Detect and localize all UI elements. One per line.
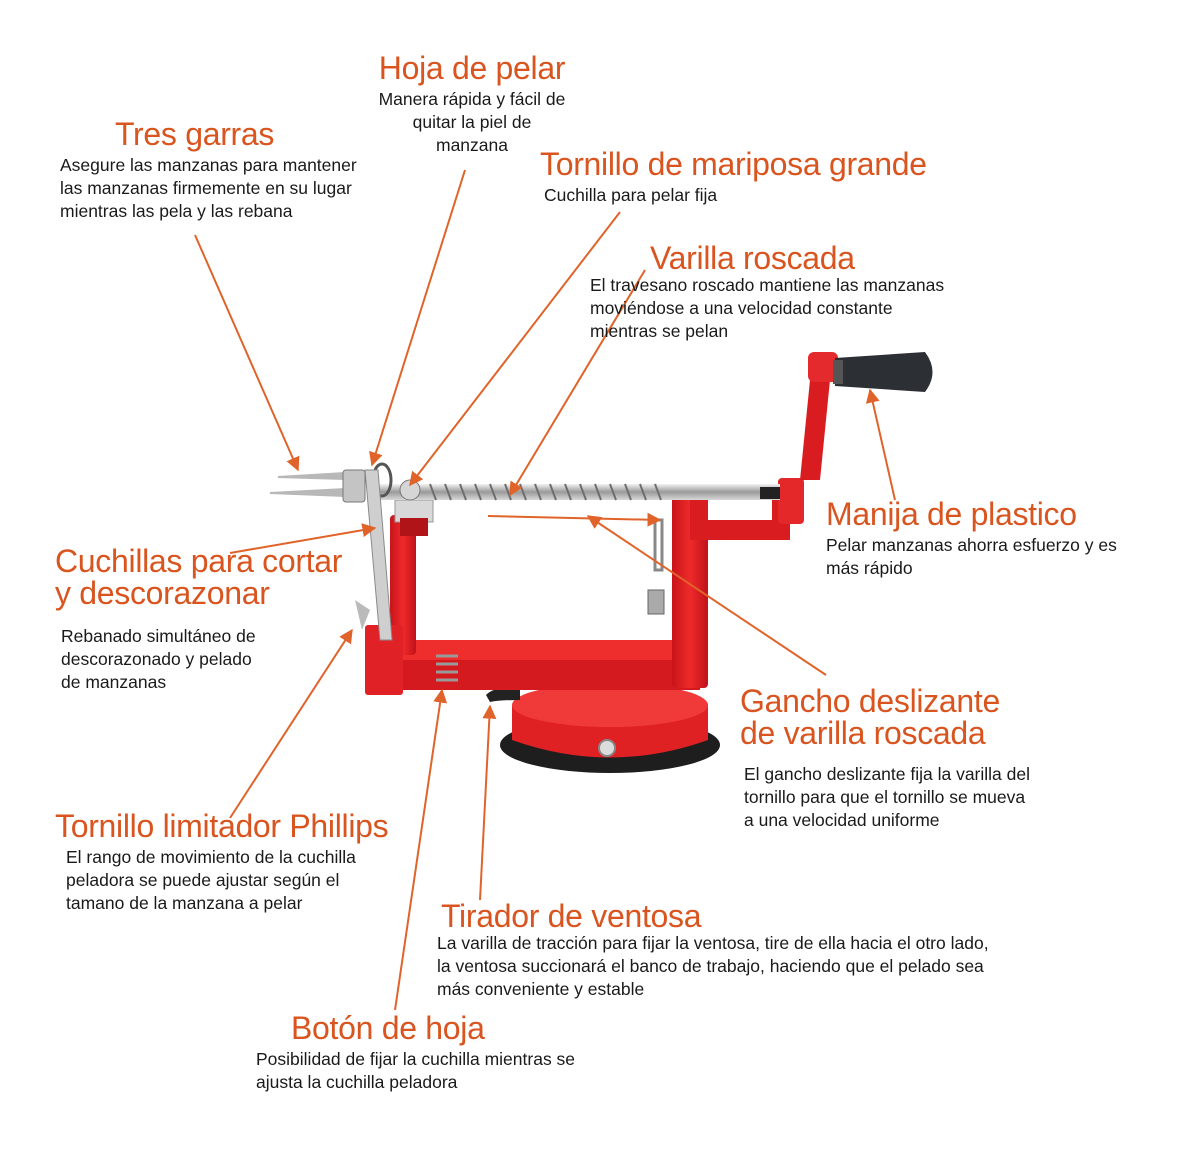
callout-description: Asegure las manzanas para mantener las m… bbox=[60, 155, 357, 221]
callout-description: El rango de movimiento de la cuchilla pe… bbox=[66, 847, 356, 913]
callout-description: Pelar manzanas ahorra esfuerzo y es más … bbox=[826, 535, 1117, 578]
arrow-tres-garras bbox=[194, 234, 300, 472]
arrow-tornillo-mariposa bbox=[409, 211, 621, 487]
arrow-cuchillas bbox=[229, 523, 377, 554]
callout-title: Varilla roscada bbox=[650, 240, 855, 276]
arrow-tirador bbox=[479, 704, 497, 901]
leader-arrows bbox=[194, 169, 896, 1011]
suction-base bbox=[486, 683, 720, 773]
callout-description: La varilla de tracción para fijar la ven… bbox=[437, 933, 989, 999]
callout-title: Tornillo limitador Phillips bbox=[55, 808, 389, 844]
callout-title: Tres garras bbox=[115, 116, 275, 152]
callout-title: Gancho deslizante de varilla roscada bbox=[740, 683, 1000, 751]
callout-description: Posibilidad de fijar la cuchilla mientra… bbox=[256, 1049, 576, 1092]
arrow-hoja-pelar bbox=[369, 169, 466, 467]
callout-title: Botón de hoja bbox=[291, 1010, 485, 1046]
peeling-blade-arm bbox=[355, 469, 393, 641]
callout-manija-de-plastico: Manija de plastico Pelar manzanas ahorra… bbox=[826, 498, 1117, 580]
callout-description: Cuchilla para pelar fija bbox=[544, 185, 718, 205]
threaded-rod bbox=[380, 483, 780, 501]
arrow-phillips bbox=[229, 628, 353, 819]
callout-title: Tornillo de mariposa grande bbox=[540, 146, 927, 182]
arrow-gancho bbox=[586, 515, 827, 676]
callout-description: El gancho deslizante fija la varilla del… bbox=[744, 764, 1030, 830]
callout-tres-garras: Tres garras Asegure las manzanas para ma… bbox=[60, 118, 357, 223]
arrow-boton-hoja bbox=[394, 688, 448, 1011]
arrow-varilla-roscada bbox=[509, 269, 646, 497]
callout-cuchillas-cortar: Cuchillas para cortar y descorazonar Reb… bbox=[55, 545, 342, 694]
callout-tirador-ventosa: Tirador de ventosa La varilla de tracció… bbox=[437, 900, 989, 1001]
callout-tornillo-phillips: Tornillo limitador Phillips El rango de … bbox=[55, 808, 389, 915]
crank-handle bbox=[800, 352, 933, 480]
arrow-gancho-rod bbox=[487, 512, 662, 527]
callout-boton-de-hoja: Botón de hoja Posibilidad de fijar la cu… bbox=[256, 1012, 575, 1094]
callout-gancho-deslizante: Gancho deslizante de varilla roscada El … bbox=[740, 685, 1030, 832]
callout-tornillo-mariposa: Tornillo de mariposa grande Cuchilla par… bbox=[540, 148, 927, 207]
callout-varilla-roscada: Varilla roscada El travesano roscado man… bbox=[590, 242, 944, 343]
callout-title: Hoja de pelar bbox=[378, 50, 566, 86]
red-frame bbox=[365, 478, 804, 695]
callout-hoja-de-pelar: Hoja de pelar Manera rápida y fácil de q… bbox=[352, 52, 592, 157]
callout-description: Manera rápida y fácil de quitar la piel … bbox=[378, 89, 566, 155]
callout-title: Manija de plastico bbox=[826, 496, 1077, 532]
callout-title: Cuchillas para cortar y descorazonar bbox=[55, 543, 343, 611]
arrow-manija bbox=[865, 388, 896, 501]
slider-hook bbox=[436, 518, 665, 682]
callout-title: Tirador de ventosa bbox=[441, 898, 702, 934]
callout-description: El travesano roscado mantiene las manzan… bbox=[590, 275, 945, 341]
callout-description: Rebanado simultáneo de descorazonado y p… bbox=[61, 626, 256, 692]
